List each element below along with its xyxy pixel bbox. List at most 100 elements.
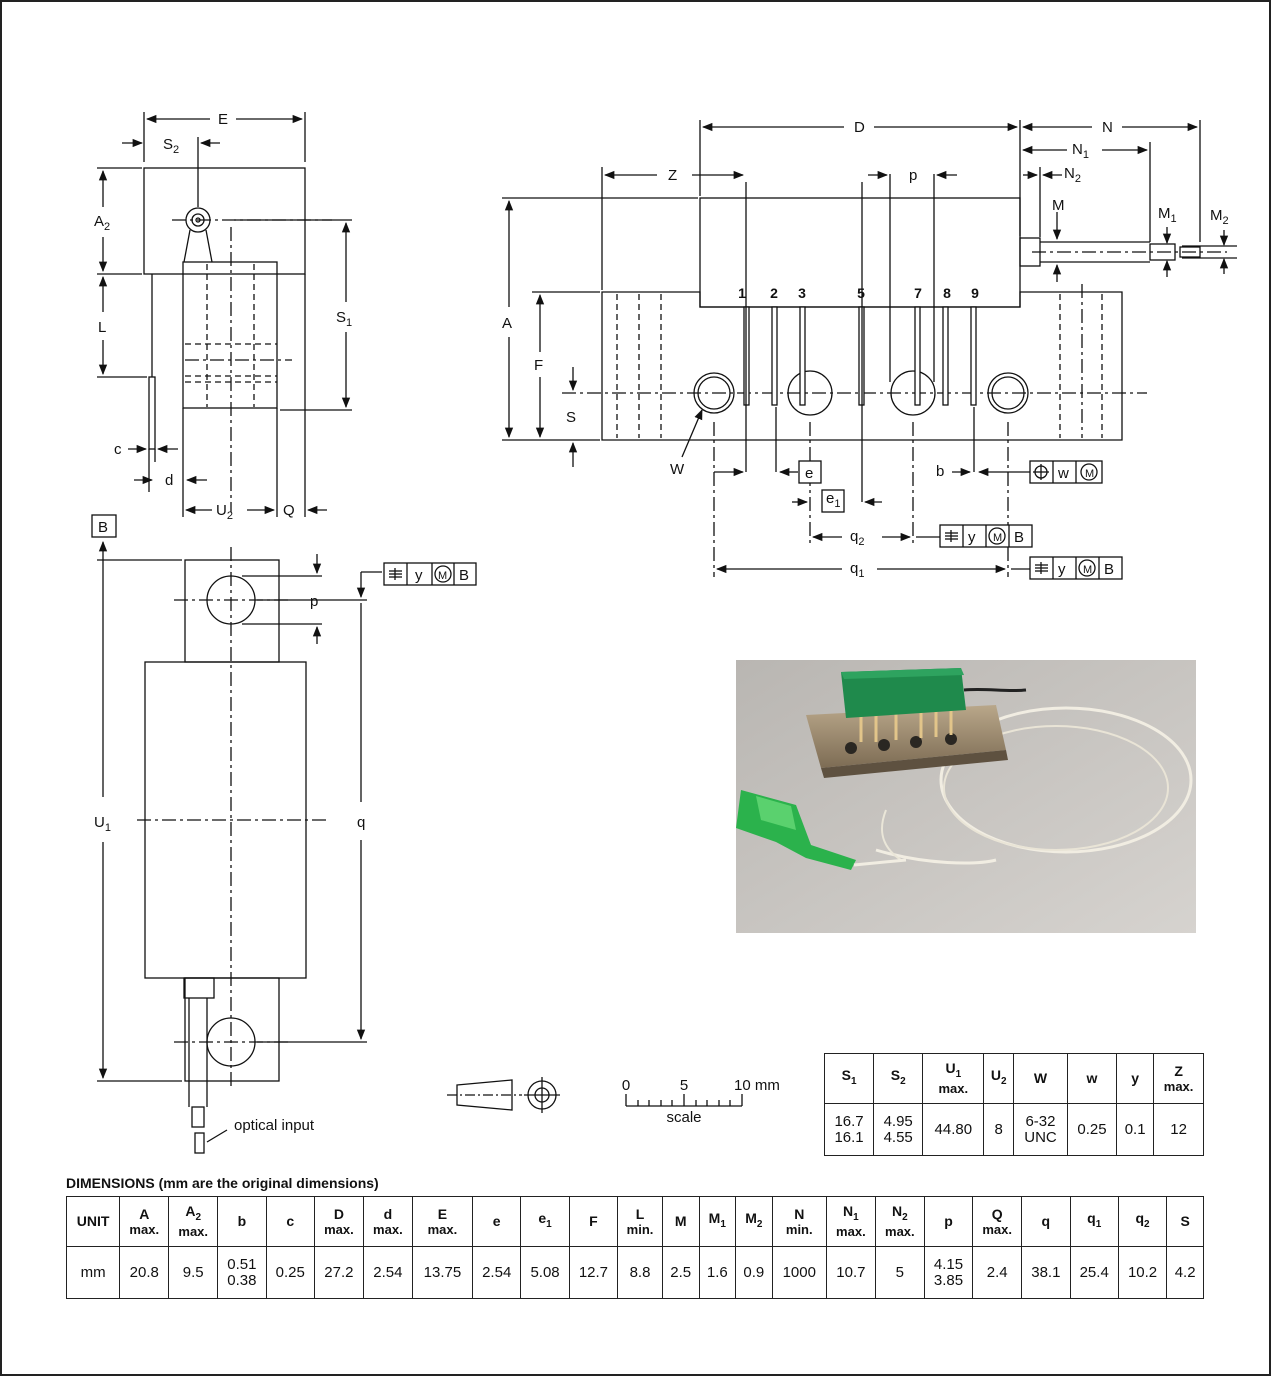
main-val-cell: mm — [65, 1246, 121, 1299]
main-val-cell: 20.8 — [119, 1246, 170, 1299]
optical-input-label: optical input — [234, 1117, 315, 1134]
scale-10: 10 mm — [734, 1077, 780, 1094]
main-val-cell: 12.7 — [568, 1246, 619, 1299]
scale-word: scale — [666, 1109, 701, 1126]
main-val-cell: 10.2 — [1117, 1246, 1168, 1299]
label-q2: q2 — [850, 528, 864, 548]
label-L: L — [98, 319, 106, 336]
main-val-cell: 2.54 — [472, 1246, 522, 1299]
frame-q1-M-label: M — [1083, 564, 1092, 576]
label-N2: N2 — [1064, 165, 1081, 185]
label-e1: e1 — [826, 490, 840, 510]
hdr-y: y — [1116, 1053, 1155, 1104]
hdr-S1: S1 — [823, 1053, 875, 1104]
main-hdr-cell: M — [661, 1196, 700, 1247]
label-E: E — [218, 111, 228, 128]
main-hdr-cell: S — [1166, 1196, 1204, 1247]
pin-label-3: 3 — [798, 285, 806, 301]
main-val-cell: 5 — [874, 1246, 925, 1299]
label-S: S — [566, 409, 576, 426]
scale-bar — [625, 1094, 743, 1107]
val-U2: 8 — [983, 1103, 1015, 1156]
pin-label-8: 8 — [943, 285, 951, 301]
main-val-cell: 1.6 — [698, 1246, 737, 1299]
main-hdr-cell: b — [217, 1196, 267, 1247]
label-p-frontview: p — [909, 167, 917, 184]
label-U1: U1 — [94, 814, 111, 834]
label-q1: q1 — [850, 560, 864, 580]
main-val-cell: 38.1 — [1021, 1246, 1071, 1299]
frame-q1-y-label: y — [1058, 561, 1066, 578]
main-val-cell: 25.4 — [1069, 1246, 1119, 1299]
frame-y-label: y — [415, 567, 423, 584]
frame-B-label: B — [459, 567, 469, 584]
label-A2: A2 — [94, 213, 110, 233]
frame-w-M-label: M — [1085, 468, 1094, 480]
main-val-cell: 2.4 — [972, 1246, 1023, 1299]
label-p-topview: p — [310, 593, 318, 610]
scale-0: 0 — [622, 1077, 630, 1094]
label-N: N — [1102, 119, 1113, 136]
pin-label-2: 2 — [770, 285, 778, 301]
label-N1: N1 — [1072, 141, 1089, 161]
pin-label-9: 9 — [971, 285, 979, 301]
main-val-cell: 0.9 — [735, 1246, 773, 1299]
frame-w-label: w — [1057, 465, 1069, 482]
main-val-cell: 13.75 — [411, 1246, 474, 1299]
pin-label-1: 1 — [738, 285, 746, 301]
label-b: b — [936, 463, 944, 480]
label-d: d — [165, 472, 173, 489]
main-val-cell: 4.2 — [1166, 1246, 1204, 1299]
main-hdr-cell: M1 — [698, 1196, 737, 1247]
main-val-cell: 27.2 — [313, 1246, 364, 1299]
main-hdr-cell: c — [265, 1196, 315, 1247]
frame-M-label: M — [438, 570, 447, 582]
main-val-cell: 10.7 — [825, 1246, 876, 1299]
val-y: 0.1 — [1116, 1103, 1155, 1156]
label-Q: Q — [283, 502, 295, 519]
hdr-S2: S2 — [873, 1053, 924, 1104]
main-hdr-cell: e1 — [520, 1196, 570, 1247]
hdr-W: W — [1013, 1053, 1068, 1104]
val-U1: 44.80 — [922, 1103, 985, 1156]
label-M1: M1 — [1158, 205, 1177, 225]
main-hdr-cell: F — [568, 1196, 619, 1247]
main-val-cell: 5.08 — [520, 1246, 570, 1299]
val-w: 0.25 — [1066, 1103, 1118, 1156]
label-e: e — [805, 465, 813, 482]
label-A: A — [502, 315, 512, 332]
product-photo — [736, 660, 1196, 933]
hdr-U2: U2 — [983, 1053, 1015, 1104]
main-hdr-cell: q2 — [1117, 1196, 1168, 1247]
main-val-cell: 0.25 — [265, 1246, 315, 1299]
hdr-w: w — [1066, 1053, 1118, 1104]
main-val-cell: 1000 — [771, 1246, 827, 1299]
main-val-cell: 2.54 — [362, 1246, 413, 1299]
frame-q1-B-label: B — [1104, 561, 1114, 578]
val-Z: 12 — [1153, 1103, 1204, 1156]
main-hdr-cell: q1 — [1069, 1196, 1119, 1247]
pin-label-5: 5 — [857, 285, 865, 301]
frame-q2-M-label: M — [993, 532, 1002, 544]
label-S1: S1 — [336, 309, 352, 329]
projection-symbol — [447, 1077, 560, 1113]
frame-q2-B-label: B — [1014, 529, 1024, 546]
main-hdr-cell: M2 — [735, 1196, 773, 1247]
label-D: D — [854, 119, 865, 136]
frame-q2-y-label: y — [968, 529, 976, 546]
